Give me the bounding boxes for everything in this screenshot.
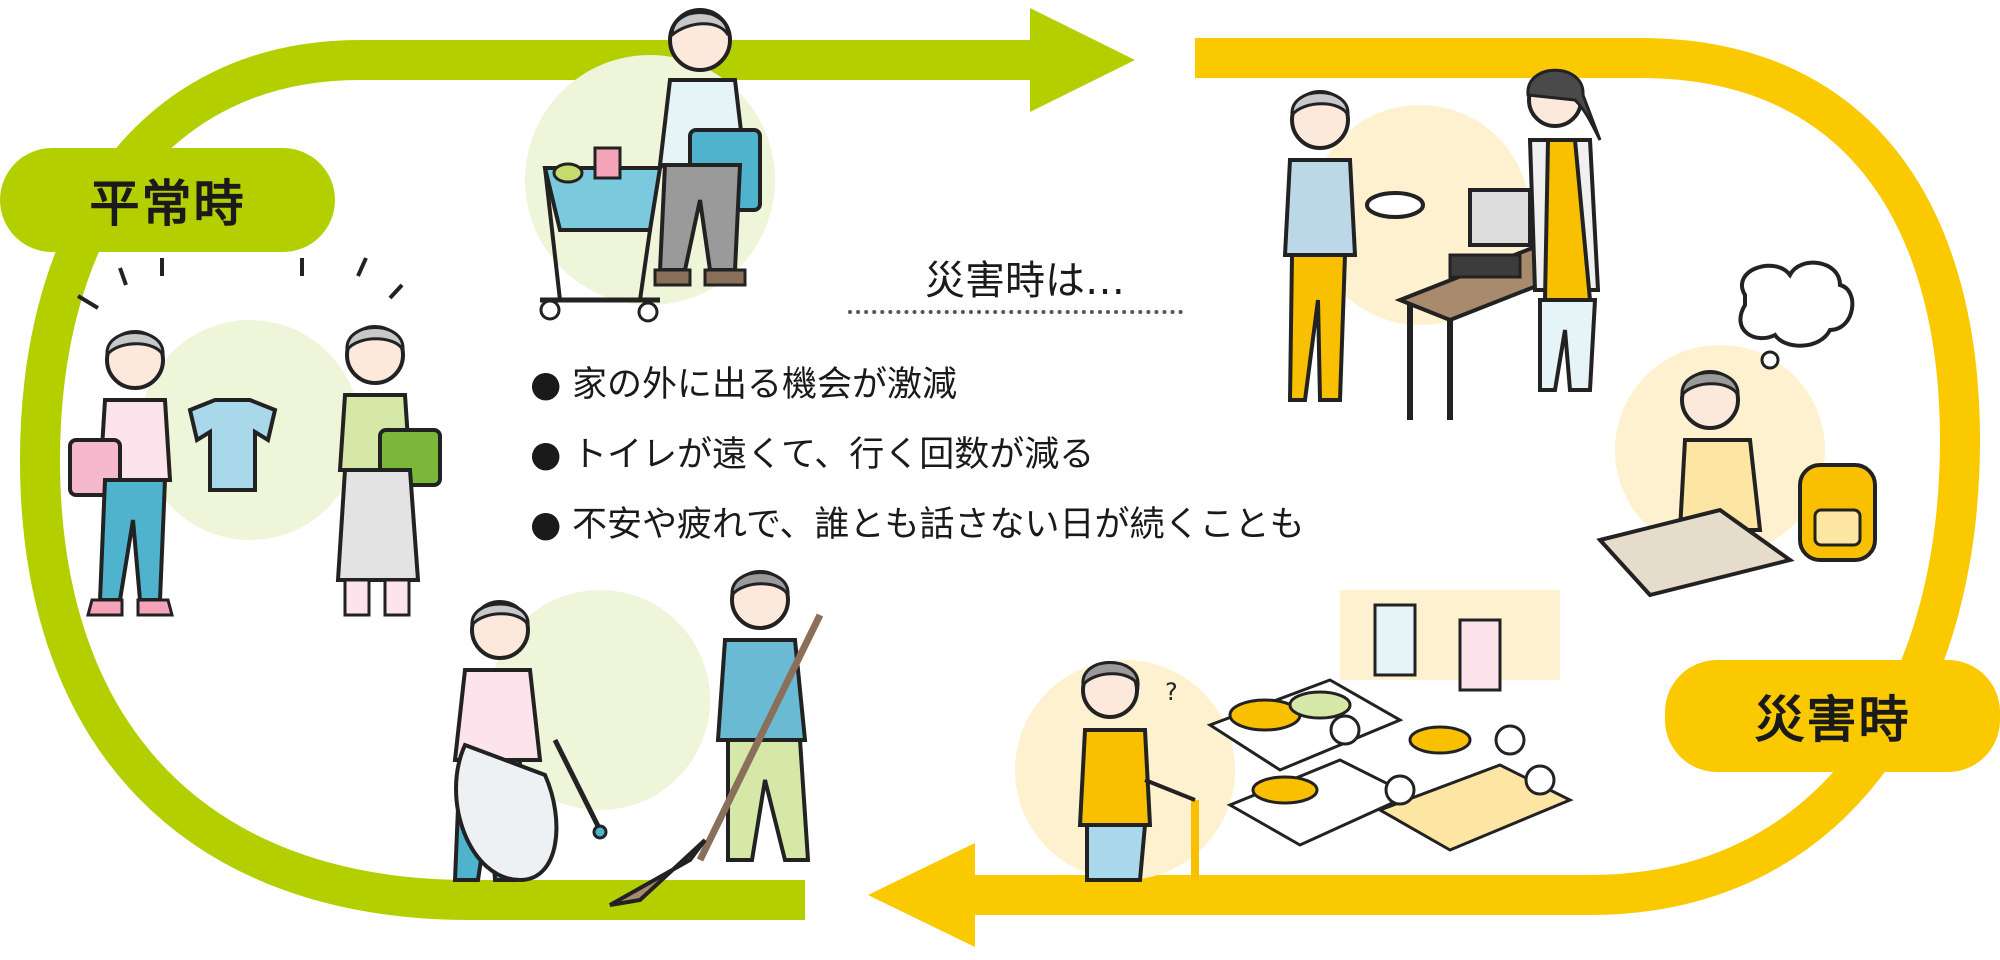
list-item-text: トイレが遠くて、行く回数が減る — [572, 435, 1095, 475]
dotted-divider — [848, 310, 1183, 314]
list-item-text: 家の外に出る機会が激減 — [572, 365, 958, 405]
yellow-arrowhead-icon — [868, 843, 975, 947]
info-list: ●家の外に出る機会が激減 ●トイレが遠くて、行く回数が減る ●不安や疲れで、誰と… — [530, 350, 1305, 560]
green-arrowhead-icon — [1030, 8, 1135, 112]
sitting-alone-icon — [1596, 260, 1877, 598]
normal-cycle-arrow — [19, 8, 1135, 920]
community-cleanup-icon — [452, 570, 824, 907]
bullet-icon: ● — [530, 434, 562, 475]
svg-text:?: ? — [1165, 678, 1178, 706]
soup-kitchen-icon — [1282, 68, 1602, 420]
list-item-text: 不安や疲れで、誰とも話さない日が続くことも — [572, 505, 1305, 545]
neighbors-chatting-icon — [68, 257, 442, 617]
bullet-icon: ● — [530, 504, 562, 545]
disaster-cycle-arrow — [868, 38, 1981, 947]
info-heading: 災害時は… — [925, 258, 1125, 304]
disaster-times-label: 災害時 — [1665, 660, 2000, 772]
disaster-info-box: 災害時は… ●家の外に出る機会が激減 ●トイレが遠くて、行く回数が減る ●不安や… — [530, 248, 1470, 548]
shopping-cart-icon — [525, 8, 775, 323]
list-item: ●家の外に出る機会が激減 — [530, 350, 1305, 420]
bullet-icon: ● — [530, 364, 562, 405]
normal-times-label: 平常時 — [0, 148, 335, 252]
list-item: ●不安や疲れで、誰とも話さない日が続くことも — [530, 490, 1305, 560]
list-item: ●トイレが遠くて、行く回数が減る — [530, 420, 1305, 490]
evacuation-shelter-icon: ? — [1015, 590, 1574, 882]
